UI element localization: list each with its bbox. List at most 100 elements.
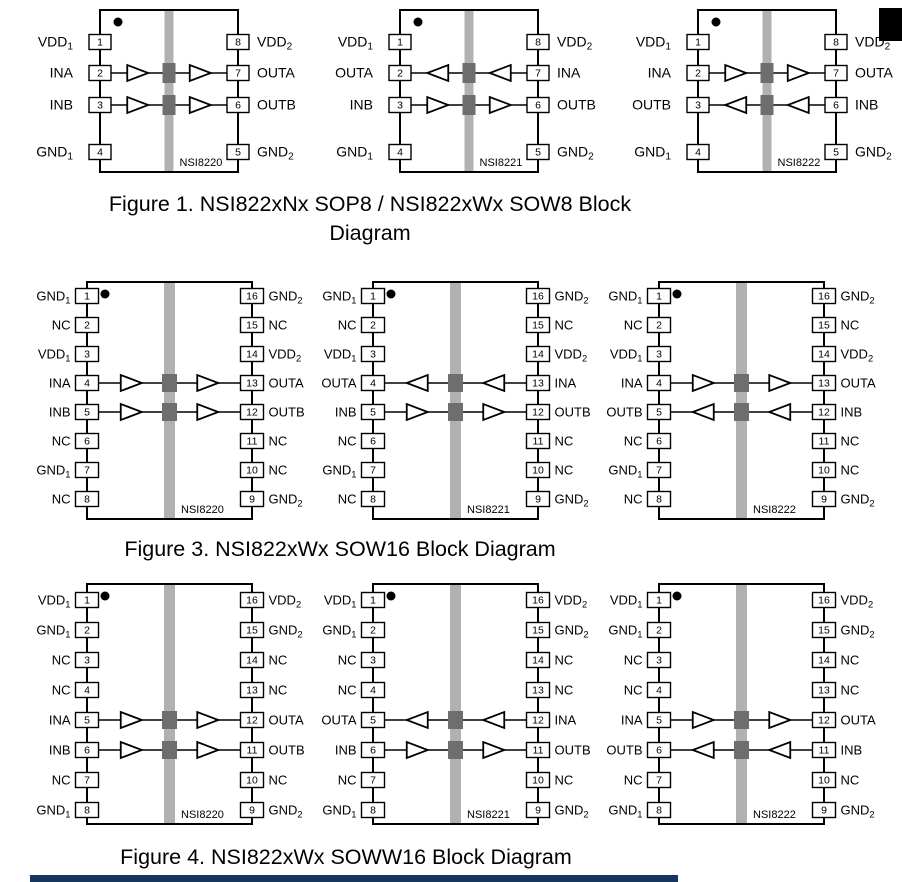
pin-number: 13 [246,378,258,390]
pin-label: VDD2 [855,34,891,53]
pin-label: OUTB [257,97,296,113]
pin-number: 7 [235,68,241,80]
pin-number: 5 [84,715,90,727]
pin-box [811,651,837,669]
pin-number: 8 [656,494,662,506]
pin-label: INB [335,405,357,420]
pin-label: OUTA [841,376,876,391]
pin-box [525,316,551,334]
buffer-triangle-left-icon [404,373,429,393]
pin-box [360,345,386,363]
pin-label: VDD1 [38,34,74,53]
pin-label: VDD2 [841,347,874,364]
figure-3-caption-line-1: Figure 3. NSI822xWx SOW16 Block Diagram [124,537,556,561]
pin-number: 6 [84,436,90,448]
pin-label: NC [841,463,860,478]
pin-number: 16 [246,595,258,607]
barrier-pad [734,741,749,759]
pin-number: 9 [821,805,827,817]
pin-box [74,681,100,699]
pin-label: GND2 [269,289,303,306]
pin-label: NC [338,434,357,449]
buffer-triangle-left-icon [785,95,810,115]
pin-number: 13 [818,685,830,697]
pin-number: 16 [532,291,544,303]
pin-box [646,287,672,305]
pin-box [360,403,386,421]
pin-number: 12 [246,407,258,419]
pin-label: VDD1 [38,593,71,610]
pin-label: VDD2 [555,347,588,364]
pin-box [239,316,265,334]
buffer-triangle-left-icon [404,710,429,730]
pin-number: 7 [833,68,839,80]
pin1-dot [100,289,110,299]
pin-box [646,681,672,699]
pin-label: OUTA [321,376,356,391]
pin-label: GND2 [557,144,594,163]
pin-number: 3 [84,655,90,667]
pin-box [239,651,265,669]
pin-label: OUTB [606,405,642,420]
pin-label: OUTB [269,743,305,758]
pin-number: 13 [246,685,258,697]
pin-box [811,403,837,421]
pin-number: 8 [84,805,90,817]
pin-label: INA [621,713,643,728]
pin-box [686,143,710,161]
pin-number: 5 [235,147,241,159]
pin-box [824,96,848,114]
pin-box [239,741,265,759]
pin-box [525,461,551,479]
pin-box [646,461,672,479]
pin-number: 12 [532,715,544,727]
pin-label: GND1 [608,623,642,640]
pin-box [525,681,551,699]
buffer-triangle-right-icon [126,63,151,83]
pin-number: 11 [533,436,544,448]
pin-number: 3 [370,349,376,361]
pin-label: GND2 [841,623,875,640]
pin-number: 11 [247,436,258,448]
pin-box [239,801,265,819]
pin-label: NC [841,773,860,788]
pin-label: OUTA [855,65,894,81]
pin-label: NC [624,318,643,333]
pin-box [88,33,112,51]
pin-box [525,374,551,392]
barrier-pad [448,711,463,729]
pin-label: NC [52,434,71,449]
pin-label: GND2 [269,803,303,820]
buffer-triangle-right-icon [196,740,221,760]
pin-label: GND1 [36,623,70,640]
pin-number: 15 [246,320,258,332]
pin-number: 11 [819,436,830,448]
barrier-pad [162,741,177,759]
pin-label: INA [555,376,577,391]
pin-number: 15 [818,625,830,637]
pin-label: VDD1 [636,34,672,53]
pin-label: VDD2 [555,593,588,610]
pin-box [811,771,837,789]
pin-number: 12 [246,715,258,727]
pin-number: 15 [818,320,830,332]
pin-label: VDD1 [610,593,643,610]
pin-box [74,316,100,334]
pin-label: GND2 [257,144,294,163]
isolation-barrier [164,11,174,171]
pin-number: 3 [656,349,662,361]
pin-label: NC [269,318,288,333]
pin-box [360,621,386,639]
buffer-triangle-left-icon [424,63,450,83]
buffer-triangle-left-icon [487,63,512,83]
figure-4-caption: Figure 4. NSI822xWx SOWW16 Block Diagram [46,843,646,872]
pin-label: VDD1 [38,347,71,364]
isolation-barrier [164,283,175,518]
pin-box [646,591,672,609]
pin-label: INA [557,65,581,81]
pin-number: 5 [535,147,541,159]
pin-box [811,374,837,392]
